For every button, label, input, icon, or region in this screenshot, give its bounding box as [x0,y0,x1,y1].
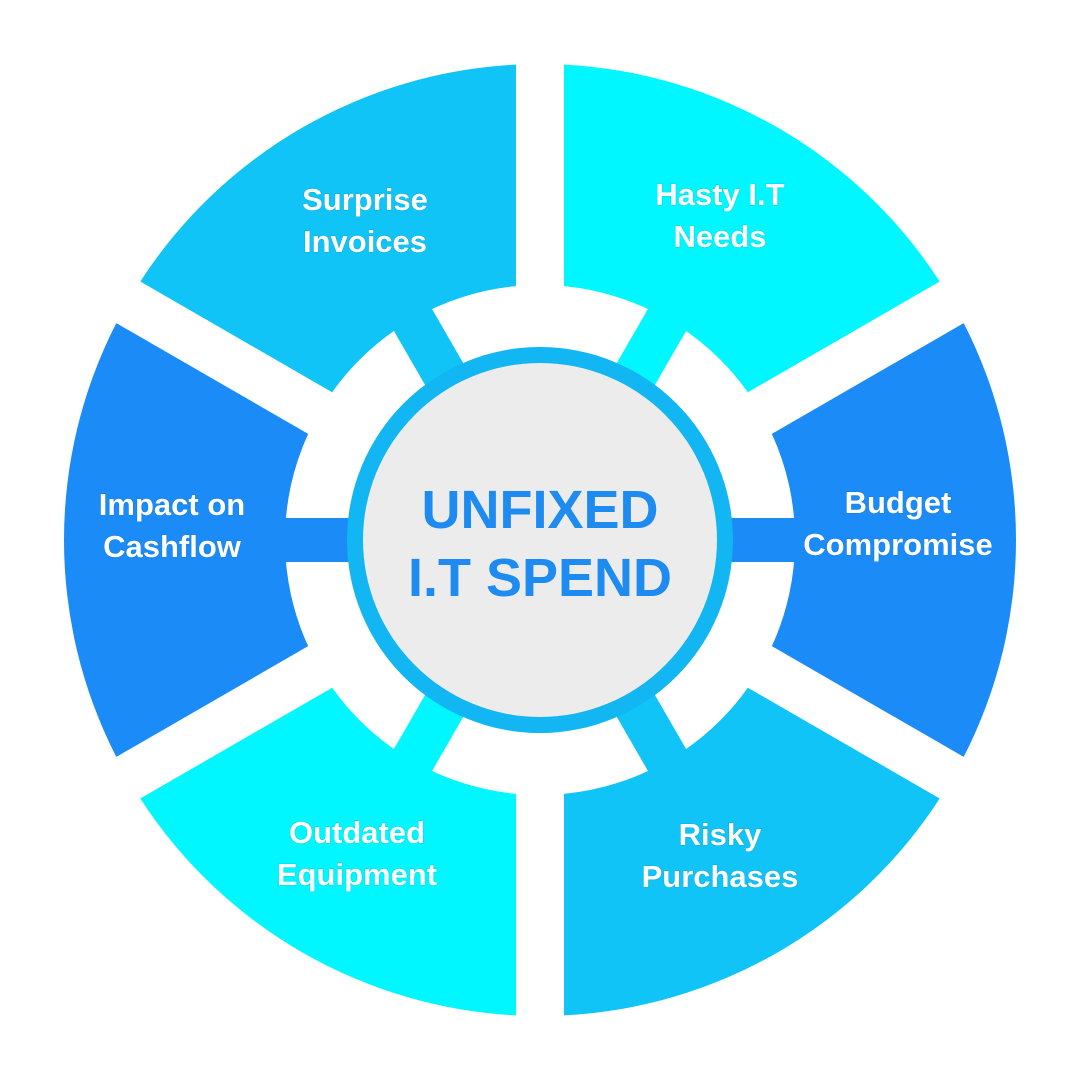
segment-impact-label-line2: Cashflow [103,529,242,564]
segment-surprise-shape [140,64,517,393]
center-hub: UNFIXED I.T SPEND [347,347,733,733]
segment-impact: Impact on Cashflow [63,323,350,757]
segment-risky-connector [615,693,691,778]
segment-budget-connector [730,518,802,562]
segment-risky-label-line2: Purchases [642,859,799,894]
center-disc [363,363,717,717]
segment-impact-label-line1: Impact on [99,487,245,522]
segments-group: Hasty I.T NeedsBudgetCompromiseRiskyPurch… [63,64,1017,1016]
segment-hasty-label-line2: Needs [673,219,766,254]
segment-hasty-label-line1: Hasty I.T [655,177,784,212]
segment-risky-shape [564,687,940,1016]
segment-outdated-shape [140,687,517,1016]
segment-hasty: Hasty I.T Needs [564,64,940,393]
segment-impact-connector [278,518,350,562]
segment-budget-label-line1: Budget [845,485,952,520]
center-title-line1: UNFIXED [421,480,658,540]
segment-outdated-label-line1: Outdated [289,815,425,850]
segment-surprise-connector [389,302,465,387]
segment-outdated-connector [389,693,465,778]
segment-budget-label-line2: Compromise [803,527,992,562]
segment-surprise-label-line2: Invoices [303,224,427,259]
segment-impact-shape [63,323,309,757]
center-title-line2: I.T SPEND [408,548,672,608]
segment-budget-shape [771,323,1017,757]
segment-hasty-shape [564,64,940,393]
segment-risky-label-line1: Risky [679,817,762,852]
segment-hasty-connector [615,302,691,387]
segment-surprise-label-line1: Surprise [302,182,428,217]
segment-outdated-label-line2: Equipment [277,857,437,892]
